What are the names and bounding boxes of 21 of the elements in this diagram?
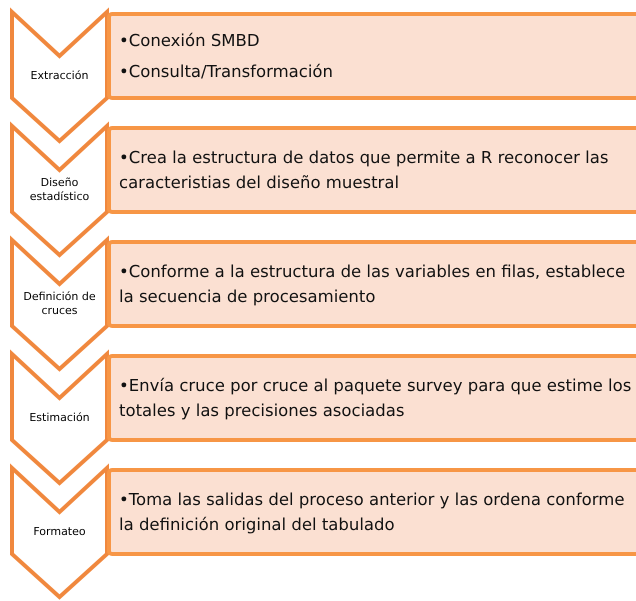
bullet-text: •Crea la estructura de datos que permite a R reconocer las caracteristias del diseño muestral bbox=[119, 147, 610, 194]
step-label: Definición de cruces bbox=[22, 289, 97, 319]
chevron-shape bbox=[10, 10, 109, 143]
bullet-text: •Conexión SMBD bbox=[119, 30, 260, 52]
chevron-shape bbox=[10, 466, 109, 599]
step-label: Diseño estadístico bbox=[28, 175, 90, 205]
bullet-text: •Toma las salidas del proceso anterior y las ordena conforme la definición original del tabulado bbox=[119, 489, 626, 536]
step-label: Formateo bbox=[32, 524, 87, 540]
step-label: Extracción bbox=[30, 68, 90, 84]
description-card bbox=[107, 126, 636, 214]
description-card bbox=[107, 468, 636, 556]
description-card bbox=[107, 354, 636, 442]
bullet-text: •Conforme a la estructura de las variables en filas, establece la secuencia de procesamiento bbox=[119, 261, 626, 308]
step-label: Estimación bbox=[28, 410, 91, 426]
chevron-shape bbox=[10, 124, 109, 257]
bullet-text: •Envía cruce por cruce al paquete survey para que estime los totales y las precisiones asociadas bbox=[119, 375, 632, 422]
chevron-shape bbox=[10, 238, 109, 371]
chevron-shape bbox=[10, 352, 109, 485]
bullet-text: •Consulta/Transformación bbox=[119, 61, 333, 83]
description-card bbox=[107, 12, 636, 100]
description-card bbox=[107, 240, 636, 328]
